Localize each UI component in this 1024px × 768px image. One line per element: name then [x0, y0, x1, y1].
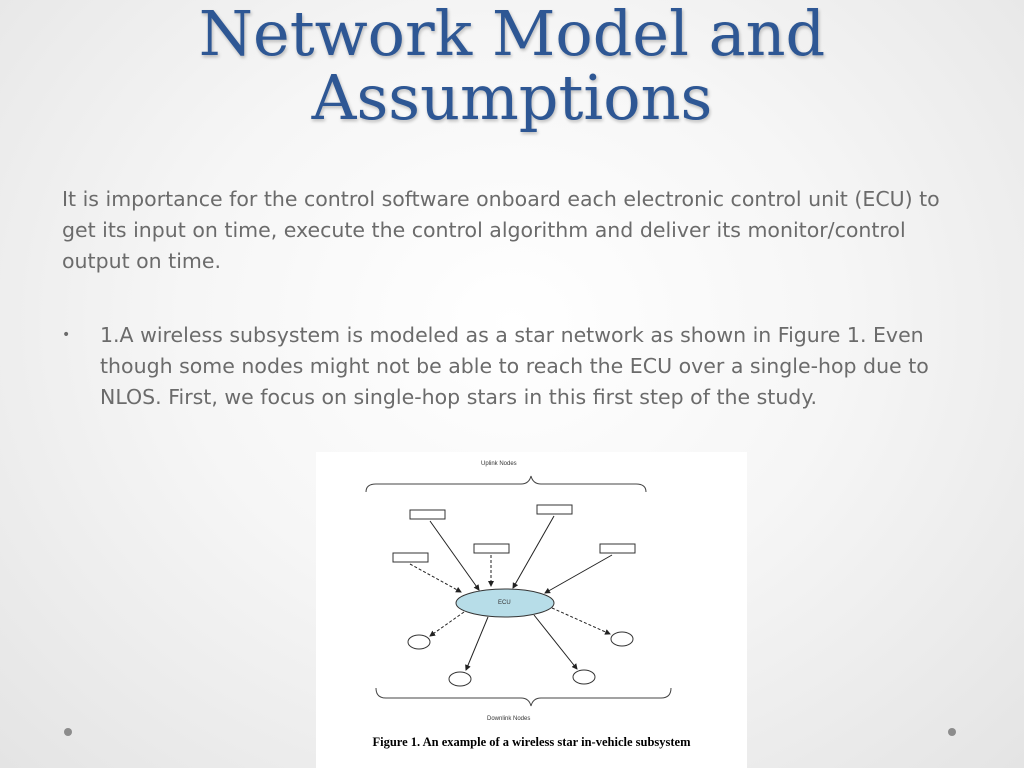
nav-dot-left — [64, 728, 72, 736]
downlink-arrow — [533, 614, 578, 670]
nav-dot-right — [948, 728, 956, 736]
uplink-arrow — [544, 554, 613, 594]
slide-title: Network Model and Assumptions — [198, 0, 826, 134]
downlink-node — [448, 671, 472, 687]
uplink-arrow — [512, 515, 555, 589]
ecu-label: ECU — [498, 600, 511, 606]
star-network-figure: Uplink Nodes ECU Downlink Nodes Figure 1… — [316, 452, 747, 768]
bullet-marker: • — [62, 327, 71, 343]
figure-caption: Figure 1. An example of a wireless star … — [372, 735, 691, 749]
bullet-text: 1.A wireless subsystem is modeled as a s… — [100, 323, 929, 409]
downlink-node — [407, 634, 431, 650]
downlink-node — [572, 669, 596, 685]
uplink-node — [536, 504, 573, 515]
uplink-brace — [365, 475, 647, 493]
uplink-node — [473, 543, 510, 554]
uplink-nodes-label: Uplink Nodes — [481, 461, 517, 467]
uplink-arrow — [429, 520, 480, 591]
star-network-diagram — [365, 475, 672, 707]
uplink-node — [392, 552, 429, 563]
downlink-arrow — [465, 616, 489, 671]
downlink-nodes-label: Downlink Nodes — [487, 716, 531, 722]
uplink-dashed-arrow — [409, 563, 462, 593]
uplink-node — [409, 509, 446, 520]
ecu-node — [455, 588, 555, 618]
intro-paragraph: It is importance for the control softwar… — [62, 187, 940, 273]
downlink-dashed-arrow — [429, 611, 465, 637]
downlink-node — [610, 631, 634, 647]
uplink-node — [599, 543, 636, 554]
downlink-brace — [375, 687, 672, 707]
downlink-dashed-arrow — [551, 607, 611, 635]
bullet-item: • 1.A wireless subsystem is modeled as a… — [62, 320, 962, 413]
